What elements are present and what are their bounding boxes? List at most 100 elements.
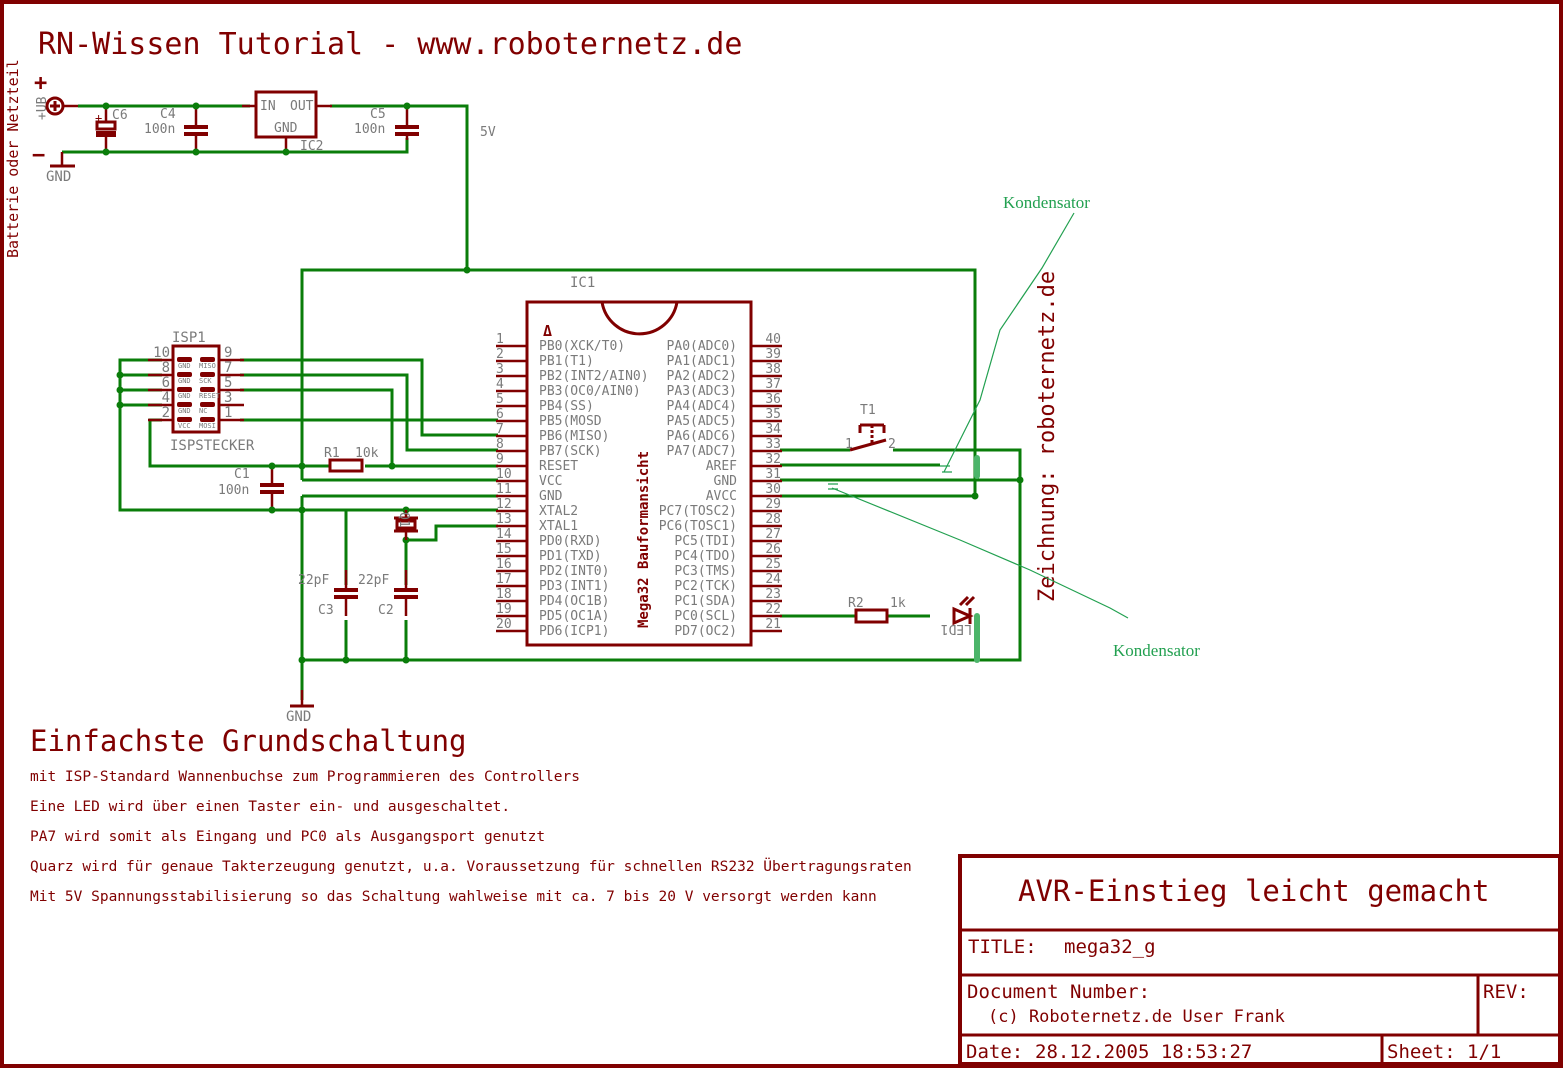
isp-signal: NC: [199, 407, 207, 415]
isp-signal: RESET: [199, 392, 221, 400]
ic2-gnd: GND: [274, 121, 298, 136]
mcu-pin-number: 25: [765, 557, 781, 572]
mcu-pin-name: PC1(SDA): [674, 594, 737, 609]
r2-resistor-icon: [854, 608, 889, 624]
mcu-pin-number: 11: [496, 482, 512, 497]
main-wiring: [116, 266, 1024, 700]
annotation-kondensator-bottom: Kondensator: [1113, 641, 1200, 660]
r1-resistor-icon: [328, 458, 364, 473]
doc-number-label: Document Number:: [967, 981, 1150, 1003]
mcu-pin-number: 33: [765, 437, 781, 452]
mcu-pin-name: PA3(ADC3): [667, 384, 737, 399]
title-label: TITLE:: [968, 936, 1037, 958]
mcu-pin-number: 8: [496, 437, 504, 452]
isp-signal: MOSI: [199, 422, 216, 430]
isp-pad-icon: [177, 372, 192, 377]
mcu-pin-name: PB0(XCK/T0): [539, 339, 625, 354]
date-label: Date:: [966, 1041, 1023, 1063]
r2-label: R2: [848, 596, 864, 611]
mcu-pin-name: GND: [539, 489, 563, 504]
annotation-leader-bottom: [831, 487, 1129, 619]
mcu-pin-number: 36: [765, 392, 781, 407]
isp-pin-number: 8: [162, 360, 170, 376]
mcu-pin-name: RESET: [539, 459, 578, 474]
supply-terminal-icon: [45, 96, 65, 116]
isp-connector: ISP1 ISPSTECKER 10GND9MISO8GND7SCK6GND5R…: [148, 330, 255, 454]
header-title: RN-Wissen Tutorial - www.roboternetz.de: [38, 27, 742, 62]
title-block: AVR-Einstieg leicht gemacht TITLE: mega3…: [958, 854, 1562, 1066]
description-line: mit ISP-Standard Wannenbuchse zum Progra…: [30, 769, 580, 785]
ub-label: +UB: [35, 96, 50, 120]
isp-pin-number: 7: [224, 360, 232, 376]
mcu-pin-number: 24: [765, 572, 781, 587]
gnd-label-supply: GND: [46, 169, 71, 185]
c6-capacitor-icon: [95, 120, 117, 131]
r1-label: R1: [324, 446, 340, 461]
mcu-pin-name: PD7(OC2): [674, 624, 737, 639]
led-icon: [952, 595, 976, 626]
isp-label: ISPSTECKER: [170, 438, 255, 454]
mcu-pin-number: 2: [496, 347, 504, 362]
r2-value: 1k: [890, 596, 906, 611]
mcu-pin-name: PB4(SS): [539, 399, 594, 414]
isp-pin-number: 10: [153, 345, 170, 361]
date-value: 28.12.2005 18:53:27: [1035, 1041, 1252, 1063]
mcu-pin-name: PB1(T1): [539, 354, 594, 369]
isp-pin-number: 6: [162, 375, 170, 391]
mcu-pin-name: PD3(INT1): [539, 579, 609, 594]
isp-signal: VCC: [178, 422, 191, 430]
isp-pad-icon: [200, 387, 215, 392]
mcu-pin-name: PB6(MISO): [539, 429, 609, 444]
mcu-pin-name: GND: [714, 474, 738, 489]
c5-capacitor-icon: [395, 125, 419, 129]
side-label: Batterie oder Netzteil: [4, 59, 22, 258]
mcu-pin-number: 16: [496, 557, 512, 572]
mcu-pin-name: PD6(ICP1): [539, 624, 609, 639]
mcu-name: IC1: [570, 275, 595, 291]
sheet-label: Sheet:: [1387, 1041, 1456, 1063]
mcu-pin-name: PC2(TCK): [674, 579, 737, 594]
mcu-pin-name: PC4(TDO): [674, 549, 737, 564]
isp-pad-icon: [200, 372, 215, 377]
isp-pin-number: 4: [162, 390, 170, 406]
mcu-pin-number: 7: [496, 422, 504, 437]
led-label: LED1: [941, 621, 972, 636]
ic2-in: IN: [260, 99, 276, 114]
mcu-pin-name: PA0(ADC0): [667, 339, 737, 354]
mcu-pin-name: PC7(TOSC2): [659, 504, 737, 519]
c1-value: 100n: [218, 483, 249, 498]
mcu-pin-name: XTAL1: [539, 519, 578, 534]
mcu-pin-number: 4: [496, 377, 504, 392]
mcu-pin-number: 30: [765, 482, 781, 497]
mcu-pin-number: 20: [496, 617, 512, 632]
mcu-pin-number: 5: [496, 392, 504, 407]
mcu-pin-name: PA6(ADC6): [667, 429, 737, 444]
mcu-pin-name: PC6(TOSC1): [659, 519, 737, 534]
r1-value: 10k: [355, 446, 379, 461]
mcu-pin-name: PD2(INT0): [539, 564, 609, 579]
mcu-pin-number: 9: [496, 452, 504, 467]
mcu-pin-name: AREF: [706, 459, 737, 474]
mcu-pin-number: 40: [765, 332, 781, 347]
annotation-leader-top: [943, 212, 1075, 473]
c5-label: C5: [370, 107, 386, 122]
isp-pin-number: 9: [224, 345, 232, 361]
mcu-pin-number: 38: [765, 362, 781, 377]
isp-pad-icon: [177, 417, 192, 422]
mcu-pin-number: 29: [765, 497, 781, 512]
isp-signal: GND: [178, 392, 191, 400]
c3-label: C3: [318, 603, 334, 618]
c4-capacitor-icon: [184, 125, 208, 129]
description-line: PA7 wird somit als Eingang und PC0 als A…: [30, 829, 545, 845]
mcu-pin-name: PC5(TDI): [674, 534, 737, 549]
mcu-pin-number: 39: [765, 347, 781, 362]
isp-pin-number: 5: [224, 375, 232, 391]
mcu-pin-number: 14: [496, 527, 512, 542]
isp-signal: SCK: [199, 377, 212, 385]
mcu-pin-number: 6: [496, 407, 504, 422]
power-supply-section: + − +UB GND + C6 C4 100n IN OUT: [32, 71, 496, 270]
mcu-pin-number: 17: [496, 572, 512, 587]
mcu-pin-number: 13: [496, 512, 512, 527]
mcu-pin-number: 31: [765, 467, 781, 482]
